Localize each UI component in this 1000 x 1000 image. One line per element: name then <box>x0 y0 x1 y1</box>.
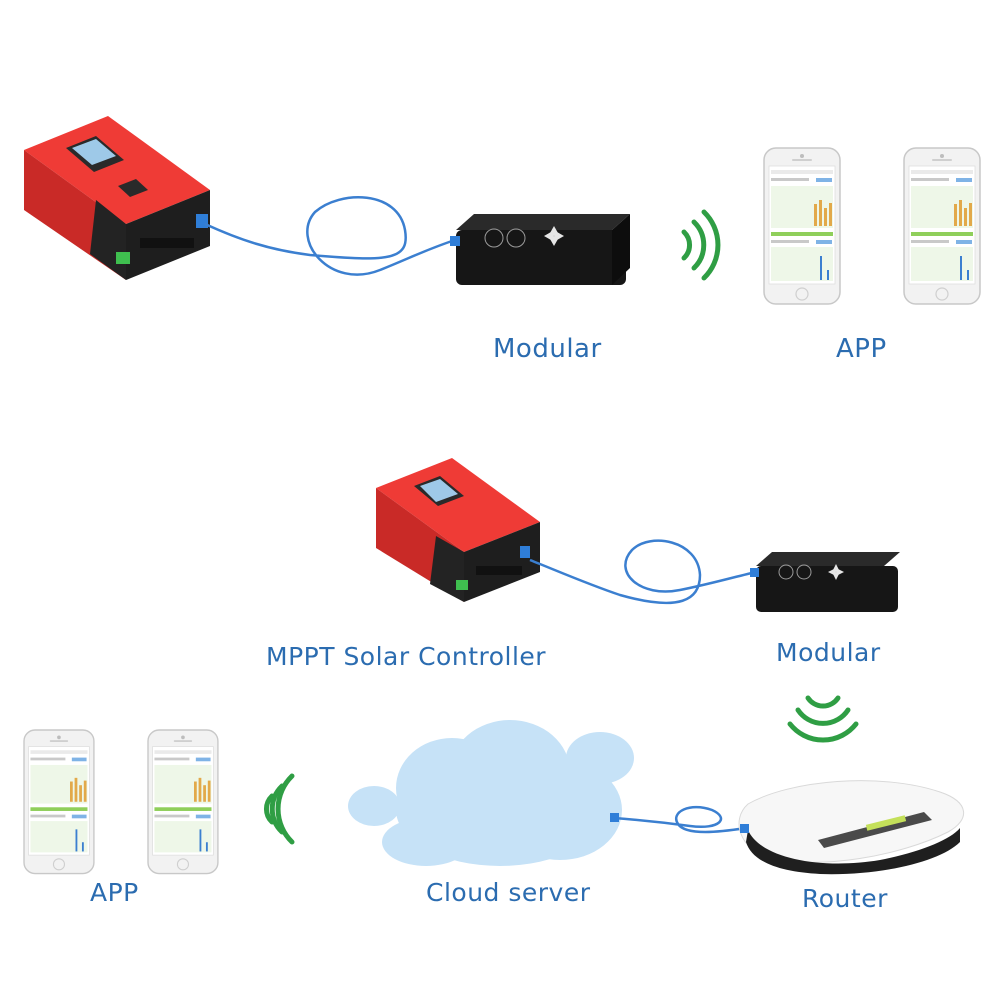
wireless-signal-icon <box>681 209 721 281</box>
label-router: Router <box>802 884 888 913</box>
label-modular-middle: Modular <box>776 638 881 667</box>
smartphone-app <box>903 147 981 305</box>
wifi-module-top <box>450 214 630 285</box>
solar-controller-middle <box>376 458 540 602</box>
wireless-signal-icon <box>264 773 295 845</box>
label-modular-top: Modular <box>493 334 602 364</box>
label-mppt-controller: MPPT Solar Controller <box>266 642 547 671</box>
label-app-top: APP <box>836 334 887 364</box>
label-cloud-server: Cloud server <box>426 878 591 907</box>
smartphone-app <box>147 729 219 875</box>
label-app-bottom: APP <box>90 878 139 907</box>
cable-middle <box>529 539 757 605</box>
cloud-icon <box>348 720 634 866</box>
wifi-module-middle <box>750 552 900 612</box>
router-device <box>738 780 965 875</box>
solar-controller-top <box>24 116 210 280</box>
cable-top <box>204 196 456 276</box>
smartphone-app <box>23 729 95 875</box>
wireless-signal-icon <box>787 695 859 743</box>
smartphone-app <box>763 147 841 305</box>
cable-bottom <box>613 805 747 834</box>
cable-connector <box>610 813 619 822</box>
